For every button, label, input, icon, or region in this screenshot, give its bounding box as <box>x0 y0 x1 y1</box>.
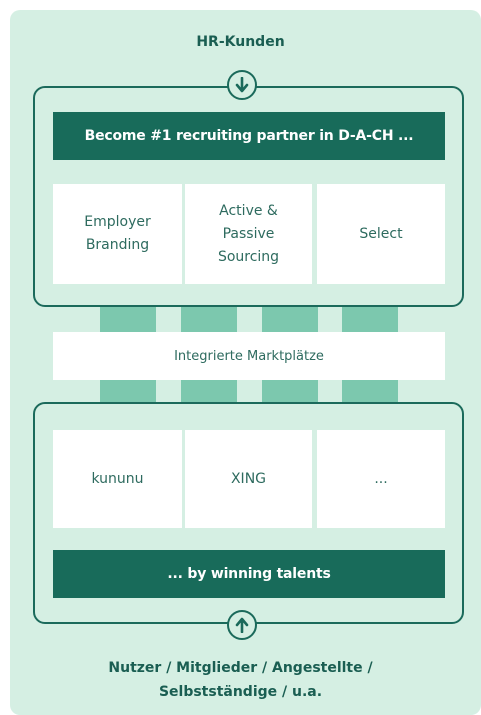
integrated-marketplaces: Integrierte Marktplätze <box>53 332 445 380</box>
users-label: Nutzer / Mitglieder / Angestellte / Selb… <box>0 656 481 704</box>
service-line: Sourcing <box>217 248 280 265</box>
service-line: Employer <box>84 214 151 230</box>
connector-bar <box>100 307 156 332</box>
platform-xing: XING <box>185 430 312 528</box>
users-label-line: Selbstständige / u.a. <box>158 684 323 700</box>
connector-bar <box>342 307 398 332</box>
connector-bar <box>181 380 237 402</box>
connector-bar <box>262 380 318 402</box>
platform-kununu: kununu <box>53 430 182 528</box>
service-line: Active & <box>219 202 278 219</box>
service-select: Select <box>317 184 445 284</box>
arrow-down-icon <box>227 70 257 100</box>
top-banner: Become #1 recruiting partner in D-A-CH .… <box>53 112 445 160</box>
platform-more: ... <box>317 430 445 528</box>
connector-bar <box>100 380 156 402</box>
connector-bar <box>262 307 318 332</box>
service-line: Passive <box>222 225 275 242</box>
connector-bar <box>181 307 237 332</box>
users-label-line: Nutzer / Mitglieder / Angestellte / <box>108 660 373 676</box>
service-sourcing: Active & Passive Sourcing <box>185 184 312 284</box>
bottom-banner: ... by winning talents <box>53 550 445 598</box>
service-line: Branding <box>85 237 150 253</box>
service-line: Select <box>359 225 403 242</box>
connector-bar <box>342 380 398 402</box>
service-employer-branding: Employer Branding <box>53 184 182 284</box>
arrow-up-icon <box>227 610 257 640</box>
hr-customers-label: HR-Kunden <box>196 34 285 50</box>
